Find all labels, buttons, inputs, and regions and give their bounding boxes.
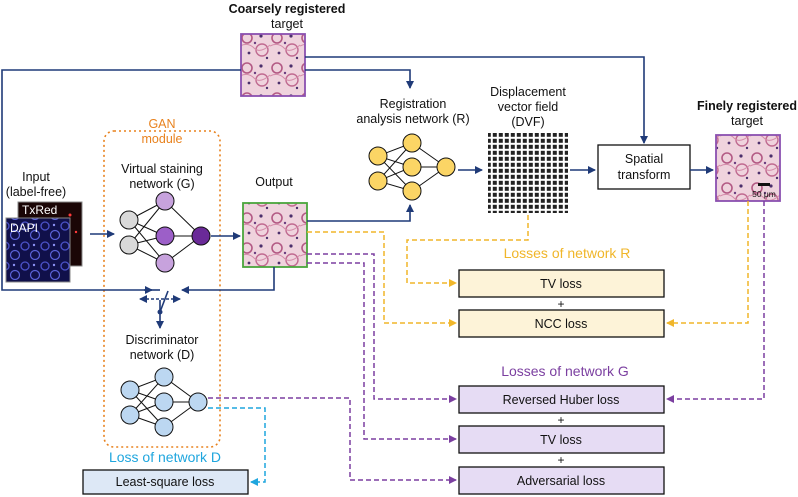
registration-node	[368, 171, 388, 191]
generator-title: Virtual staining	[121, 162, 203, 176]
generator-node	[155, 253, 175, 273]
registration-node	[402, 181, 422, 201]
coarse-target-subtitle: target	[271, 17, 303, 31]
input-switch	[139, 286, 181, 315]
generator-node	[119, 235, 139, 255]
g-adversarial-loss-label: Adversarial loss	[517, 474, 605, 488]
fine-target-title: Finely registered	[697, 99, 797, 113]
dvf-grid-image	[488, 133, 568, 213]
coarse-target-image	[240, 33, 306, 97]
g-tv-loss-label: TV loss	[540, 433, 582, 447]
registration-node	[402, 133, 422, 153]
scale-bar-label: 50 μm	[752, 189, 776, 199]
fine-target-subtitle: target	[731, 114, 763, 128]
dvf-title-1: Displacement	[490, 85, 566, 99]
discriminator-node	[120, 405, 140, 425]
discriminator-node	[120, 380, 140, 400]
output-label: Output	[255, 175, 293, 189]
dapi-image	[5, 217, 71, 283]
txred-spot	[74, 230, 78, 234]
losses-r-title: Losses of network R	[504, 245, 631, 261]
registration-node	[368, 146, 388, 166]
discriminator-node	[188, 392, 208, 412]
scale-bar	[758, 183, 770, 186]
dvf-title-3: (DVF)	[511, 115, 544, 129]
dashed-output-to-ncc	[307, 231, 457, 327]
txred-spot	[68, 213, 72, 217]
g-huber-loss-label: Reversed Huber loss	[503, 393, 620, 407]
switch-lever	[159, 290, 169, 313]
registration-network	[368, 133, 456, 201]
g-plus-1: +	[557, 413, 564, 427]
dashed-output-to-tv	[307, 262, 457, 443]
arrow-coarse-to-spatial	[305, 56, 648, 144]
discriminator-node	[154, 392, 174, 412]
registration-subtitle: analysis network (R)	[356, 112, 469, 126]
discriminator-title: Discriminator	[126, 333, 199, 347]
r-ncc-loss-box	[458, 309, 665, 338]
r-tv-loss-box	[458, 269, 665, 298]
gan-title: GAN	[148, 117, 175, 131]
dashed-output-to-huber	[307, 253, 457, 403]
g-tv-loss-box	[458, 425, 665, 454]
g-plus-2: +	[557, 453, 564, 467]
r-tv-loss-label: TV loss	[540, 277, 582, 291]
r-ncc-loss-label: NCC loss	[535, 317, 588, 331]
dvf-title-2: vector field	[498, 100, 558, 114]
spatial-transform-box	[597, 144, 691, 190]
spatial-transform-label-2: transform	[618, 168, 671, 182]
arrow-coarse-to-registration	[305, 69, 414, 89]
dashed-discriminator-to-adversarial	[208, 397, 457, 484]
generator-node	[155, 191, 175, 211]
discriminator-subtitle: network (D)	[130, 348, 195, 362]
spatial-transform-label-1: Spatial	[625, 152, 663, 166]
dashed-fine-to-ncc	[666, 201, 749, 327]
input-subtitle: (label-free)	[6, 185, 66, 199]
arrow-output-to-registration	[307, 204, 414, 222]
registration-node	[436, 157, 456, 177]
generator-node	[119, 210, 139, 230]
generator-subtitle: network (G)	[129, 177, 194, 191]
r-plus: +	[557, 297, 564, 311]
generator-node	[191, 226, 211, 246]
dapi-label: DAPI	[10, 221, 38, 235]
losses-g-title: Losses of network G	[501, 363, 629, 379]
switch-pivot	[157, 309, 163, 315]
arrow-output-to-switch	[181, 267, 275, 294]
loss-d-title: Loss of network D	[109, 449, 221, 465]
dashed-discriminator-to-ls	[208, 407, 266, 486]
generator-network	[119, 191, 211, 273]
gan-subtitle: module	[142, 132, 183, 146]
registration-title: Registration	[380, 97, 447, 111]
arrow-coarse-loop	[1, 69, 241, 291]
discriminator-node	[154, 417, 174, 437]
discriminator-node	[154, 367, 174, 387]
input-title: Input	[22, 170, 50, 184]
txred-label: TxRed	[22, 203, 57, 217]
g-huber-loss-box	[458, 385, 665, 414]
generator-node	[155, 226, 175, 246]
fine-target-image	[715, 134, 781, 202]
dashed-fine-to-huber	[666, 201, 765, 403]
discriminator-network	[120, 367, 208, 437]
registration-node	[402, 157, 422, 177]
gan-module-outline	[103, 130, 221, 448]
d-least-square-loss-box	[82, 469, 249, 495]
output-image	[242, 202, 308, 268]
dashed-dvf-to-tv	[406, 215, 529, 287]
g-adversarial-loss-box	[458, 466, 665, 495]
d-least-square-loss-label: Least-square loss	[116, 475, 215, 489]
coarse-target-title: Coarsely registered	[229, 2, 346, 16]
